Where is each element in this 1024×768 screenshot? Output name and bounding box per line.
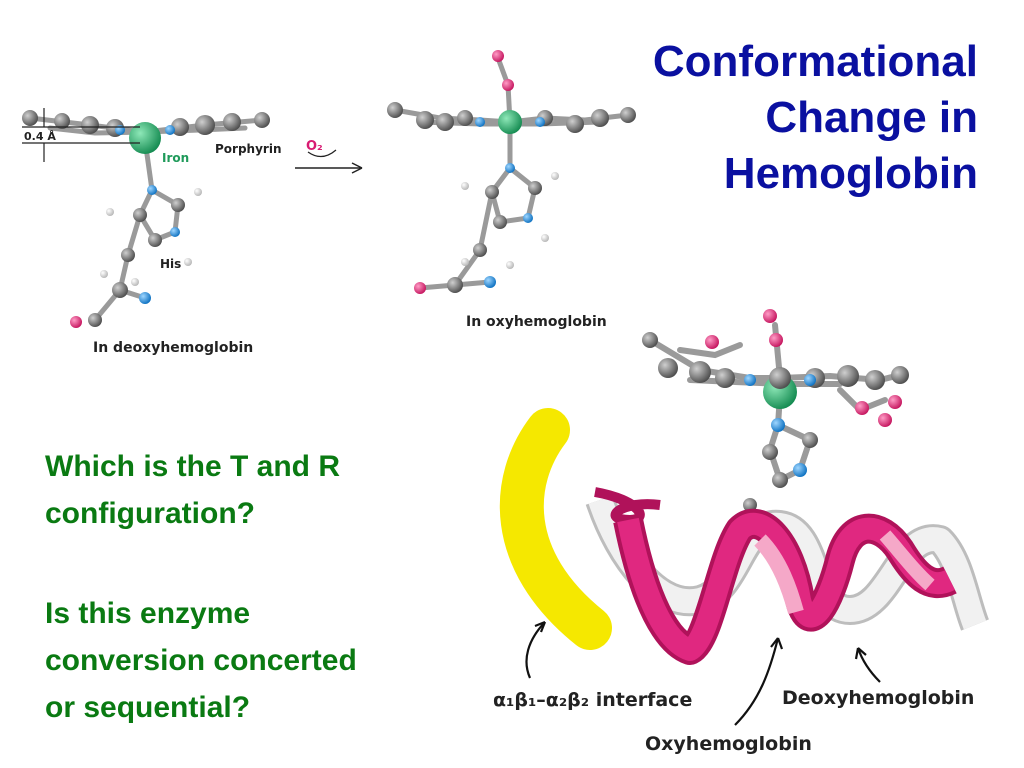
heme-over-helix: [642, 309, 909, 526]
question-line: configuration?: [45, 497, 255, 530]
oxy-heme-molecule: [387, 50, 636, 294]
interface-bar: [499, 408, 612, 650]
iron-label: Iron: [162, 151, 189, 165]
deoxyhemoglobin-label: Deoxyhemoglobin: [782, 687, 974, 709]
oxy-caption: In oxyhemoglobin: [466, 314, 607, 330]
question-concerted: Is this enzyme conversion concerted or s…: [45, 590, 357, 731]
question-line: Is this enzyme: [45, 597, 251, 630]
helix-oxy: [594, 487, 957, 665]
title-line: Change in: [765, 93, 978, 142]
oxygen-binding-arrow: [295, 149, 363, 174]
question-line: or sequential?: [45, 691, 251, 724]
label-pointers: [525, 620, 881, 726]
interface-label: α₁β₁–α₂β₂ interface: [493, 689, 692, 711]
title-line: Conformational: [652, 37, 978, 86]
question-t-r: Which is the T and R configuration?: [45, 443, 340, 537]
oxygen-label: O₂: [306, 139, 323, 154]
title-line: Hemoglobin: [723, 149, 978, 198]
his-label: His: [160, 257, 181, 271]
question-line: conversion concerted: [45, 644, 357, 677]
distance-marker: [22, 108, 140, 162]
deoxy-heme-molecule: [22, 110, 270, 328]
question-line: Which is the T and R: [45, 450, 341, 483]
porphyrin-label: Porphyrin: [215, 142, 282, 156]
slide-title: Conformational Change in Hemoglobin: [653, 34, 978, 202]
helix-deoxy: [585, 495, 990, 631]
oxyhemoglobin-label: Oxyhemoglobin: [645, 733, 812, 755]
distance-label: 0.4 Å: [24, 130, 56, 143]
deoxy-caption: In deoxyhemoglobin: [93, 340, 253, 356]
